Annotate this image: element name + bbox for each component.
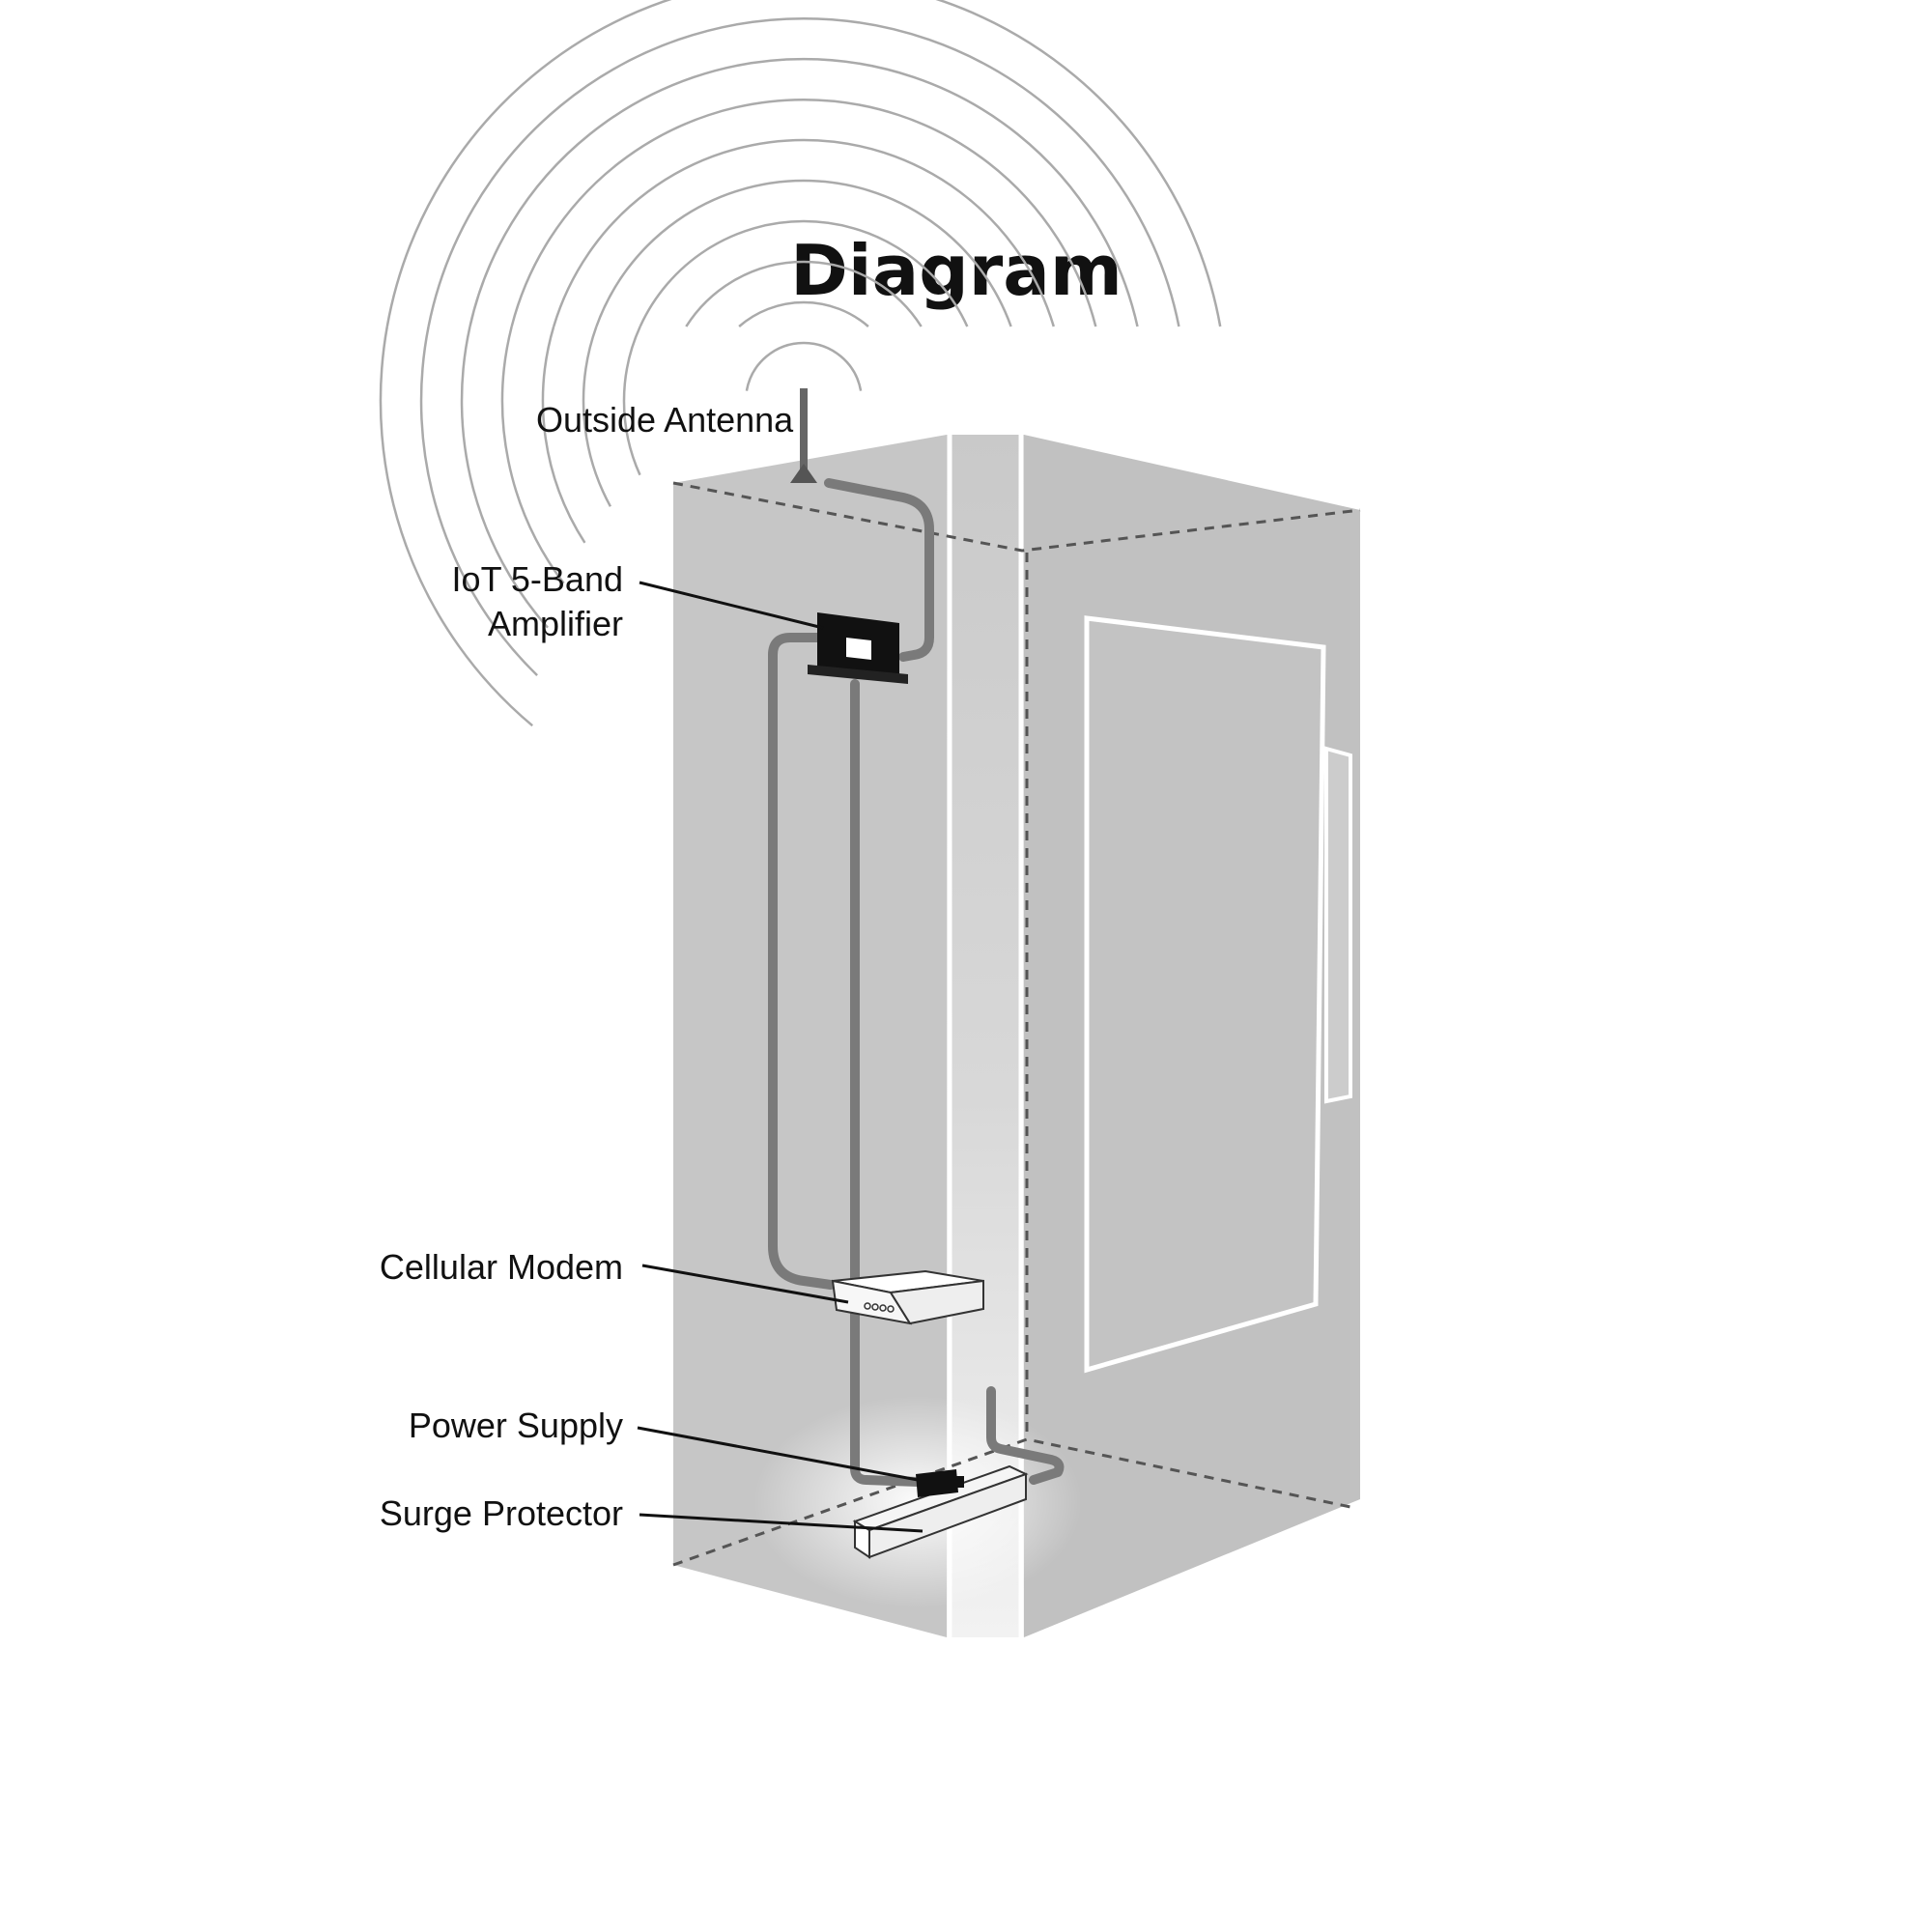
signal-wave-arc (385, 0, 1222, 327)
power-supply-icon (916, 1469, 964, 1497)
signal-wave-arc (553, 138, 1055, 327)
signal-wave-arc (738, 300, 869, 327)
power-supply-plug (956, 1476, 964, 1488)
leader-line-power-supply (637, 1426, 919, 1482)
signal-wave-arc (639, 219, 969, 327)
antenna-icon (790, 388, 817, 483)
signal-wave-arc (500, 326, 565, 584)
modem-led (864, 1302, 871, 1310)
leader-line-surge-protector (639, 1513, 923, 1533)
modem-led (879, 1304, 887, 1312)
modem-icon (831, 1269, 984, 1325)
signal-wave-arc (685, 260, 923, 327)
door-panel (1084, 615, 1326, 1374)
signal-wave-arc (745, 341, 863, 391)
signal-wave-arc (469, 57, 1139, 327)
label-cellular-modem: Cellular Modem (380, 1247, 623, 1287)
dashed-edge (672, 481, 1361, 553)
label-amplifier-line1: IoT 5-Band (452, 559, 623, 599)
leader-line-amplifier (639, 581, 824, 630)
amplifier-mount (808, 665, 908, 684)
modem-side (889, 1279, 984, 1325)
signal-wave-arc (379, 326, 534, 727)
cable-amplifier-modem (768, 633, 836, 1290)
label-power-supply: Power Supply (409, 1406, 623, 1445)
signal-wave-arc (427, 16, 1180, 327)
signal-wave-arc (582, 326, 611, 507)
antenna-rod (800, 388, 808, 475)
power-supply-body (916, 1469, 958, 1497)
surge-protector-icon (852, 1464, 1029, 1559)
signal-wave-arc (460, 326, 549, 629)
surge-side (868, 1472, 1027, 1559)
cabinet-door (1084, 615, 1352, 1374)
antenna-base (790, 464, 817, 483)
signal-wave-arc (510, 98, 1097, 327)
cable-antenna-amplifier (824, 478, 934, 662)
label-outside-antenna: Outside Antenna (536, 400, 794, 440)
amplifier-icon (808, 612, 908, 684)
label-surge-protector: Surge Protector (380, 1493, 623, 1533)
door-handle (1324, 746, 1352, 1104)
cabinet-edge-strip (947, 435, 1024, 1637)
modem-led (871, 1303, 879, 1311)
signal-waves (379, 0, 1222, 727)
amplifier-screen (846, 638, 871, 660)
leader-line-modem (641, 1264, 849, 1304)
signal-wave-arc (541, 326, 586, 544)
signal-wave-arc (622, 326, 641, 476)
signal-wave-arc (419, 326, 538, 676)
cable-surge-external (986, 1386, 1065, 1485)
leader-lines (637, 581, 923, 1533)
signal-wave-arc (595, 179, 1012, 327)
modem-led (887, 1305, 895, 1313)
cabinet-front-face (673, 435, 947, 1637)
label-amplifier-line2: Amplifier (488, 604, 623, 643)
